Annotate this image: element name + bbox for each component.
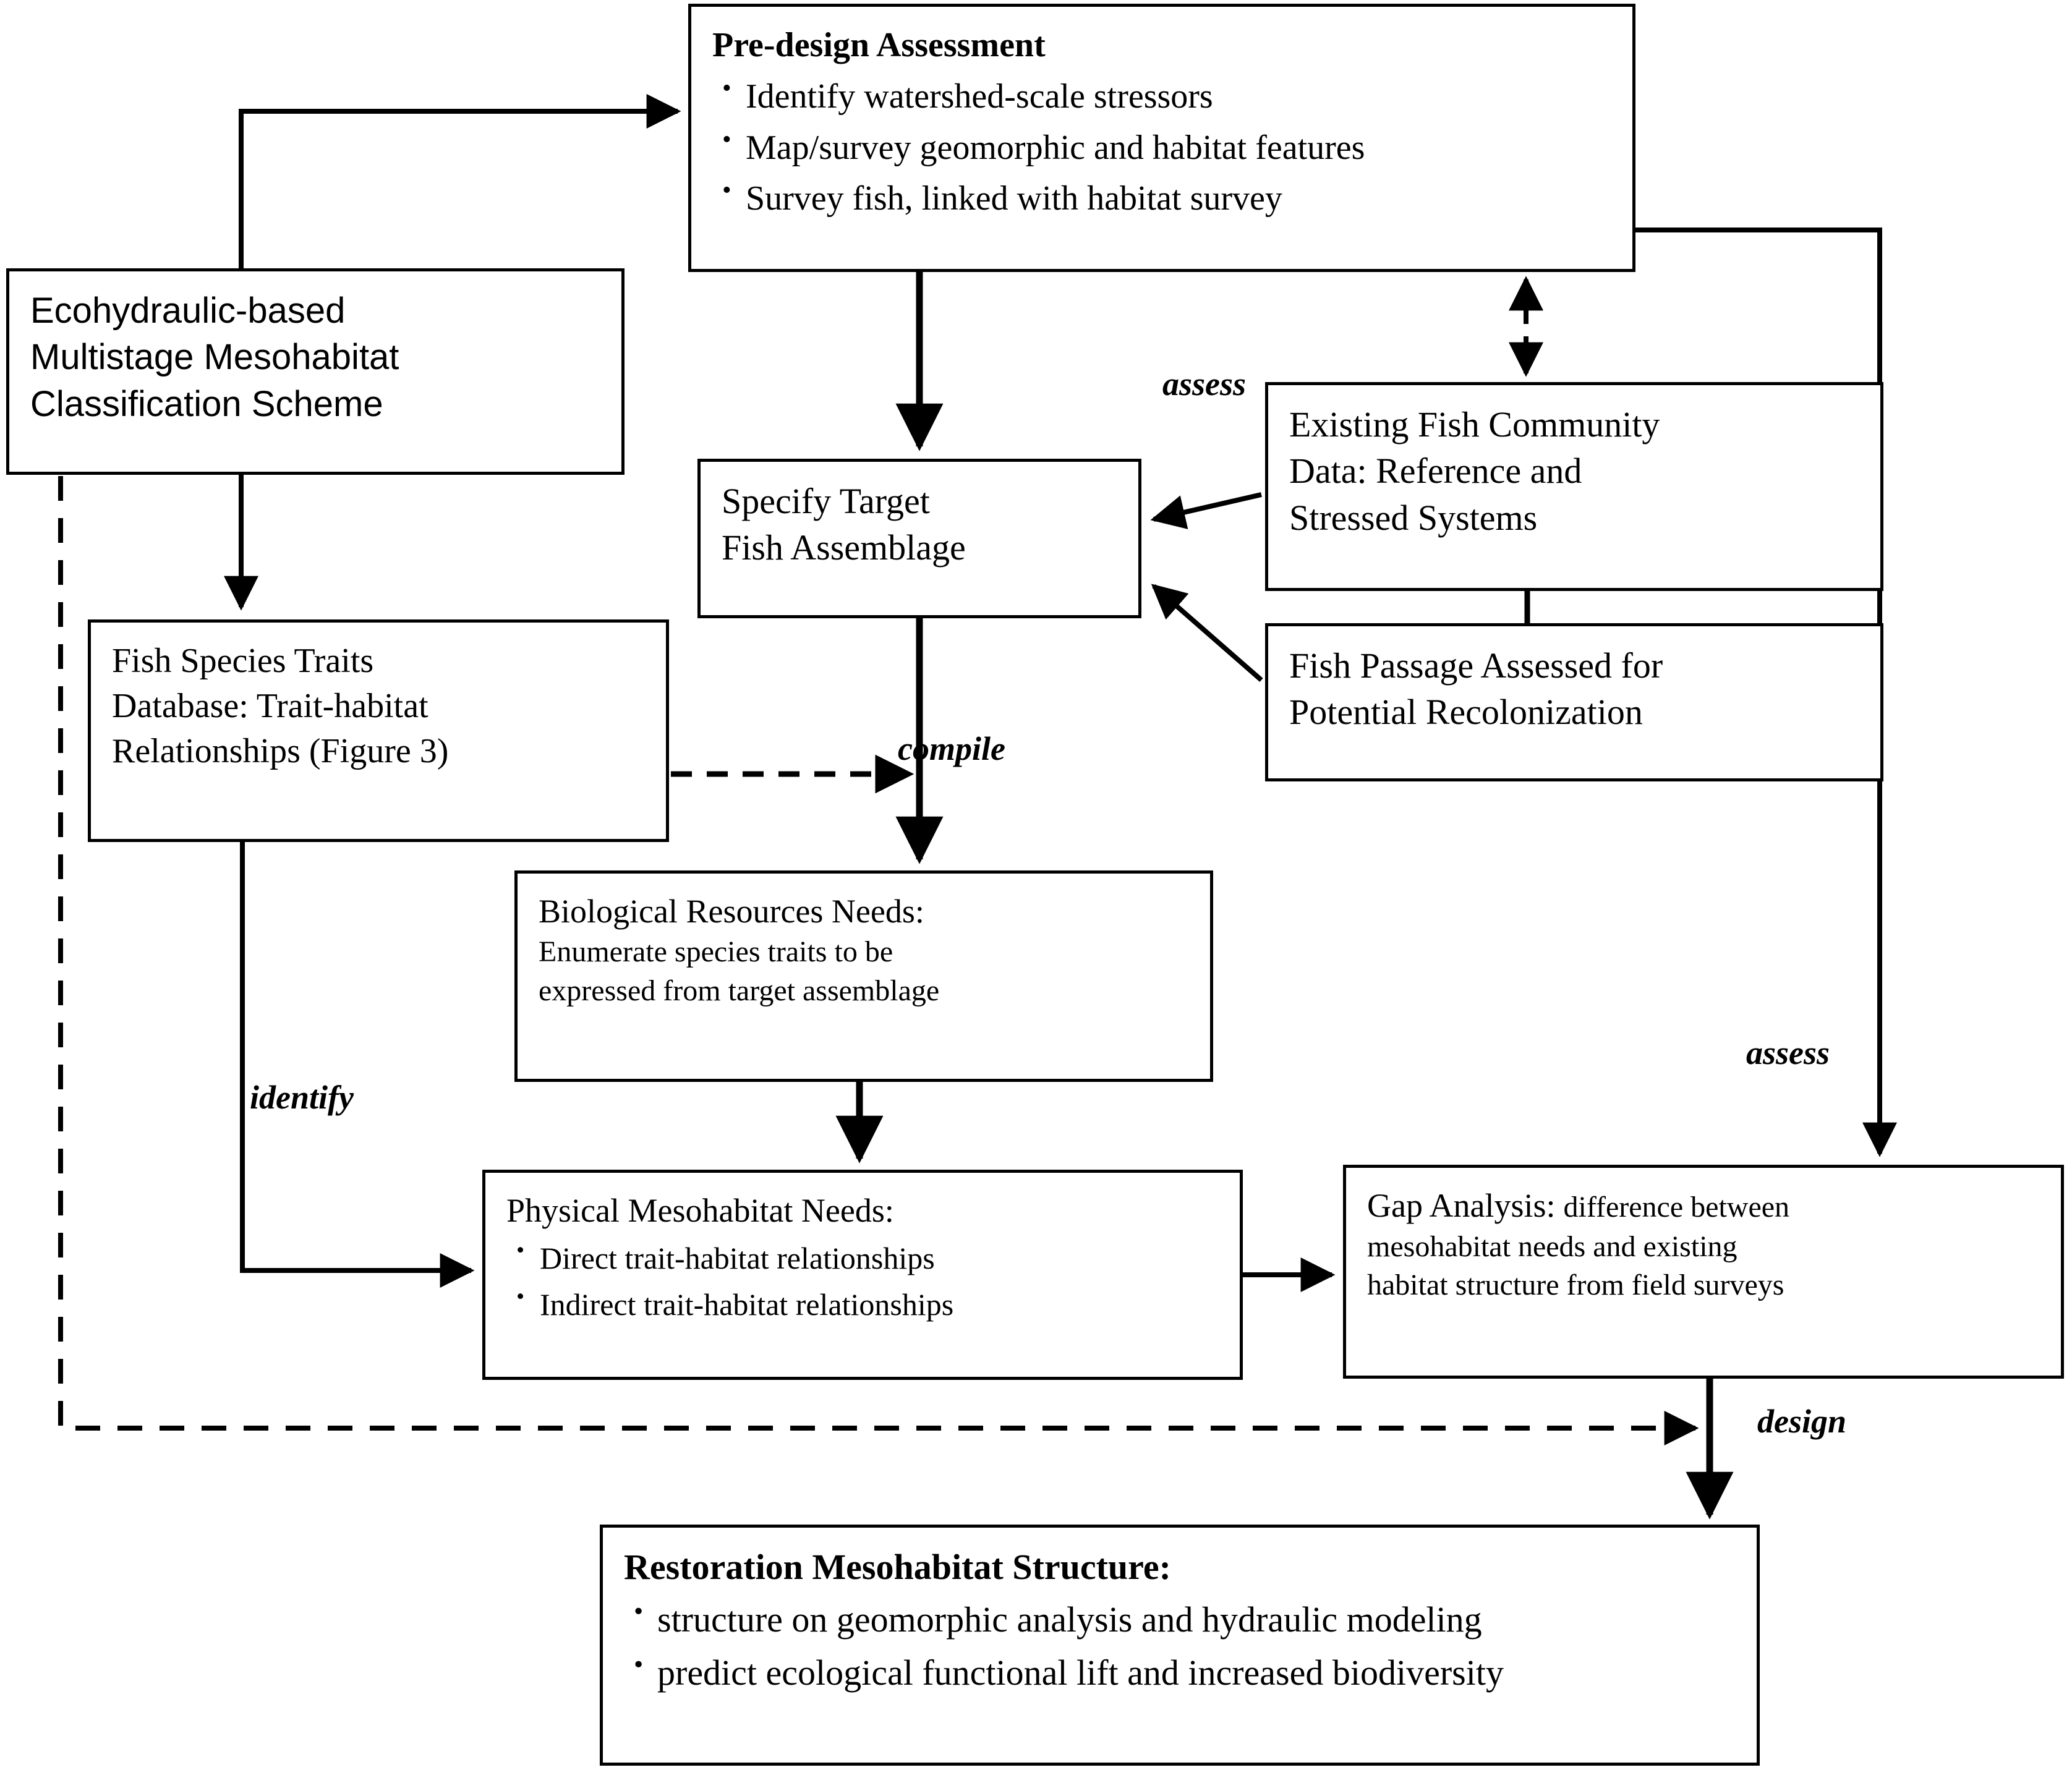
edge-passage-to-specify xyxy=(1151,584,1263,683)
gap-line-1: difference between xyxy=(1563,1191,1790,1223)
edge-label-design: design xyxy=(1757,1403,1847,1440)
node-restoration-mesohabitat-structure[interactable]: Restoration Mesohabitat Structure: struc… xyxy=(600,1525,1760,1766)
node-specify-target-fish-assemblage[interactable]: Specify Target Fish Assemblage xyxy=(697,459,1141,618)
specify-line-2: Fish Assemblage xyxy=(722,527,966,568)
pre-design-assessment-title: Pre-design Assessment xyxy=(712,26,1046,64)
edge-existing-to-specify xyxy=(1150,492,1262,529)
gap-analysis-title: Gap Analysis: xyxy=(1367,1187,1556,1224)
list-item: Indirect trait-habitat relationships xyxy=(506,1282,1219,1325)
node-existing-fish-community-data[interactable]: Existing Fish Community Data: Reference … xyxy=(1265,382,1883,591)
restoration-mesohabitat-structure-title: Restoration Mesohabitat Structure: xyxy=(624,1547,1171,1587)
node-ecohydraulic-classification-scheme[interactable]: Ecohydraulic-based Multistage Mesohabita… xyxy=(6,268,625,475)
node-physical-mesohabitat-needs[interactable]: Physical Mesohabitat Needs: Direct trait… xyxy=(482,1170,1243,1380)
existing-line-3: Stressed Systems xyxy=(1289,497,1538,538)
list-item: Direct trait-habitat relationships xyxy=(506,1236,1219,1279)
restoration-bullets: structure on geomorphic analysis and hyd… xyxy=(624,1594,1736,1696)
gap-line-2: mesohabitat needs and existing xyxy=(1367,1230,1737,1263)
existing-line-2: Data: Reference and xyxy=(1289,451,1582,491)
traits-line-1: Fish Species Traits xyxy=(112,642,374,680)
passage-line-2: Potential Recolonization xyxy=(1289,692,1643,733)
edge-ecohydraulic-to-predesign xyxy=(239,94,681,268)
edge-traits-to-physical xyxy=(240,842,475,1288)
existing-line-1: Existing Fish Community xyxy=(1289,404,1660,445)
list-item: Identify watershed-scale stressors xyxy=(712,72,1611,119)
physical-mesohabitat-needs-title: Physical Mesohabitat Needs: xyxy=(506,1192,894,1229)
biological-resources-needs-title: Biological Resources Needs: xyxy=(539,893,924,930)
traits-line-2: Database: Trait-habitat xyxy=(112,686,428,725)
ecohydraulic-line-1: Ecohydraulic-based xyxy=(30,291,346,331)
edge-label-compile: compile xyxy=(898,730,1005,767)
ecohydraulic-line-3: Classification Scheme xyxy=(30,383,383,424)
list-item: Survey fish, linked with habitat survey xyxy=(712,174,1611,221)
traits-line-3: Relationships (Figure 3) xyxy=(112,731,449,770)
node-fish-passage-assessed[interactable]: Fish Passage Assessed for Potential Reco… xyxy=(1265,623,1883,781)
node-gap-analysis[interactable]: Gap Analysis: difference between mesohab… xyxy=(1343,1165,2064,1379)
list-item: Map/survey geomorphic and habitat featur… xyxy=(712,123,1611,171)
specify-line-1: Specify Target xyxy=(722,481,930,521)
gap-line-3: habitat structure from field surveys xyxy=(1367,1268,1784,1301)
edge-label-assess-right: assess xyxy=(1746,1034,1830,1071)
gap-analysis-title-row: Gap Analysis: difference between xyxy=(1367,1184,2040,1228)
bio-line-2: expressed from target assemblage xyxy=(539,974,940,1007)
edge-label-identify: identify xyxy=(250,1079,354,1116)
node-biological-resources-needs[interactable]: Biological Resources Needs: Enumerate sp… xyxy=(514,870,1213,1082)
edge-label-assess-top: assess xyxy=(1162,365,1247,402)
ecohydraulic-line-2: Multistage Mesohabitat xyxy=(30,337,399,378)
bio-line-1: Enumerate species traits to be xyxy=(539,935,893,969)
node-fish-species-traits-database[interactable]: Fish Species Traits Database: Trait-habi… xyxy=(88,619,669,842)
list-item: predict ecological functional lift and i… xyxy=(624,1647,1736,1696)
pre-design-assessment-bullets: Identify watershed-scale stressors Map/s… xyxy=(712,72,1611,221)
list-item: structure on geomorphic analysis and hyd… xyxy=(624,1594,1736,1643)
physical-mesohabitat-needs-bullets: Direct trait-habitat relationships Indir… xyxy=(506,1236,1219,1325)
passage-line-1: Fish Passage Assessed for xyxy=(1289,645,1663,686)
node-pre-design-assessment[interactable]: Pre-design Assessment Identify watershed… xyxy=(688,4,1635,272)
